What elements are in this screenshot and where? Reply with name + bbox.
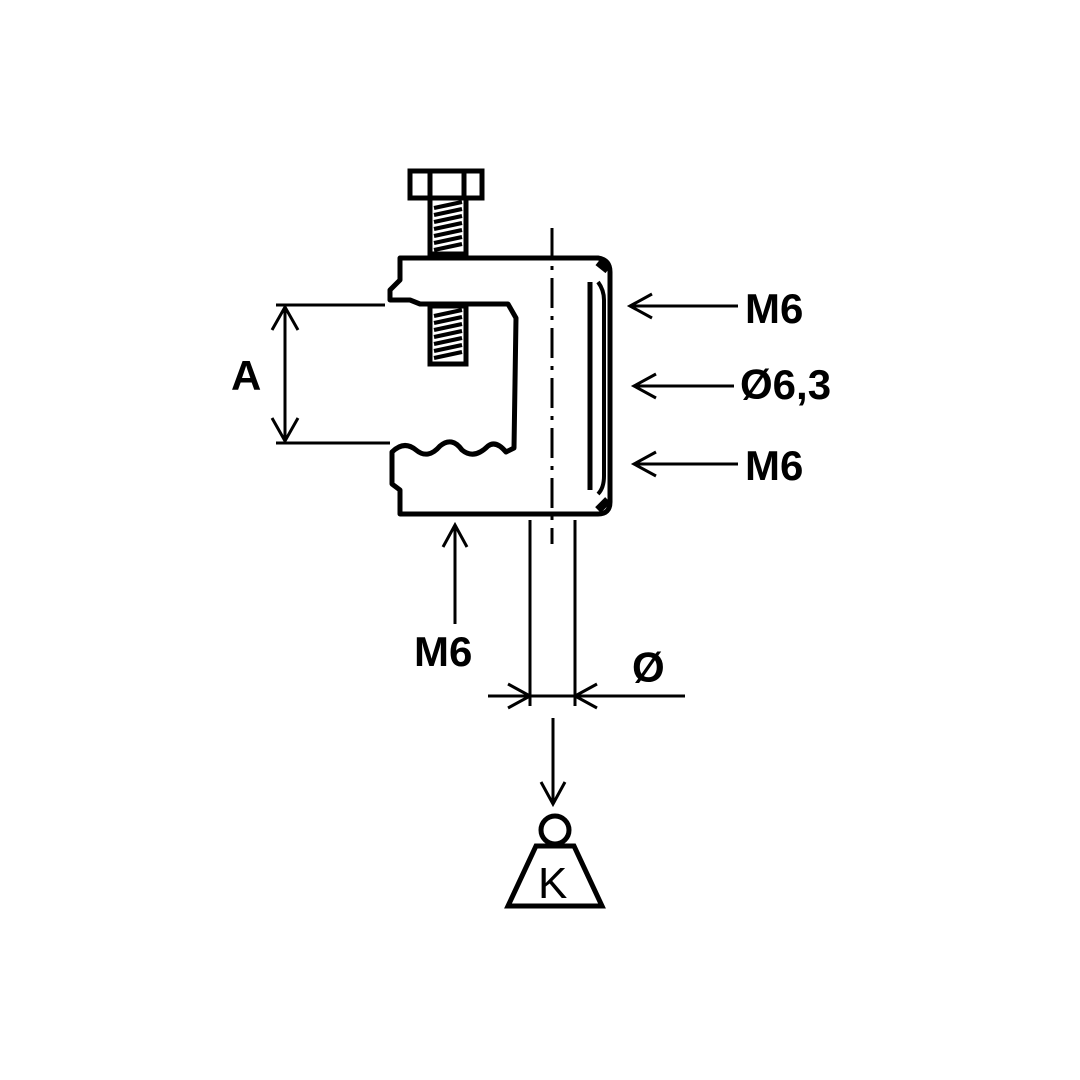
dimension-a [270,303,390,445]
arrow-load [539,718,567,808]
label-thread-bottom: M6 [414,628,472,675]
arrow-thread-top [626,292,738,320]
bolt-head [407,168,485,201]
weight-body [504,843,606,909]
label-rod-diameter: Ø [632,644,665,691]
threaded-rod [528,520,577,706]
arrow-thread-bottom [441,521,469,624]
weight-ring [538,813,572,847]
arrow-thread-middle [630,450,738,478]
screw-thread-upper [427,195,469,257]
arrow-hole-diameter [630,372,734,400]
label-dim-a: A [231,352,261,399]
weight-icon [504,813,606,909]
hex-bolt-icon [407,168,485,201]
label-hole-diameter: Ø6,3 [740,361,831,408]
label-thread-middle: M6 [745,442,803,489]
screw-thread-lower [427,303,469,367]
label-weight: K [538,859,567,908]
label-thread-top: M6 [745,285,803,332]
dimension-rod-diameter [488,682,685,710]
clamp-body [387,255,613,517]
